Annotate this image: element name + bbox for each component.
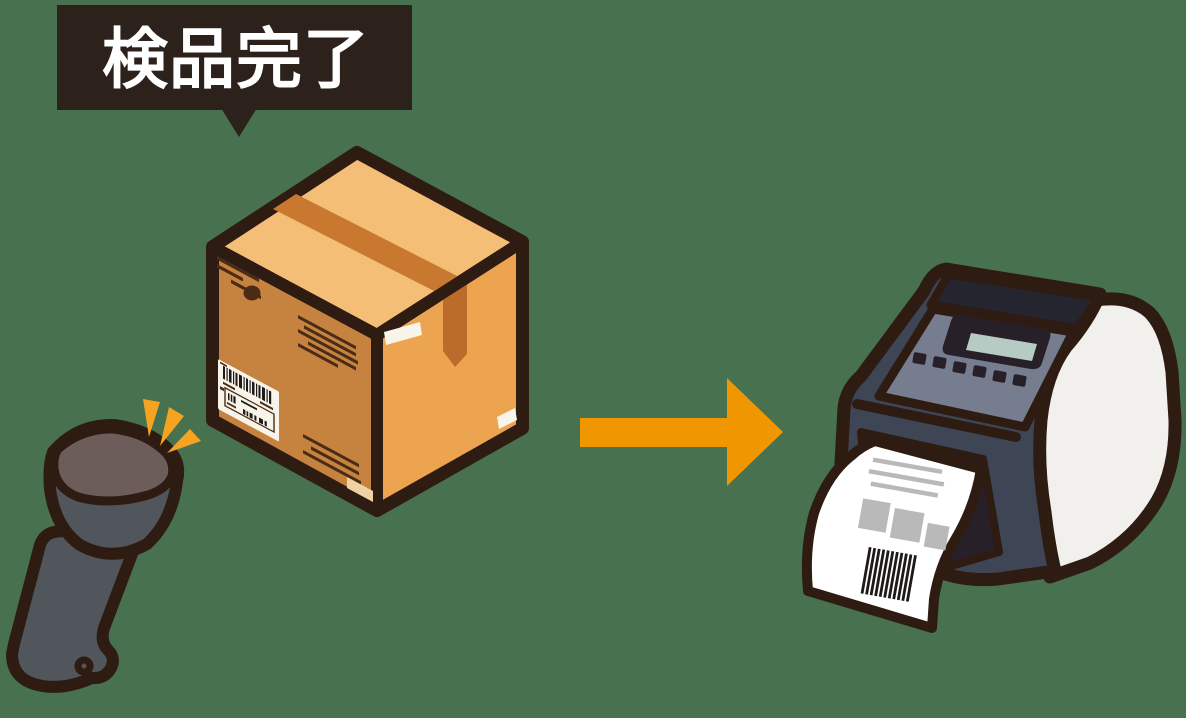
printer-buttons — [912, 352, 1027, 387]
printer-button — [912, 352, 927, 365]
scanner-head-window — [49, 424, 178, 506]
barcode-scanner-icon — [6, 418, 185, 693]
box-print-dot — [243, 285, 261, 301]
printer-lcd-screen — [966, 333, 1037, 361]
printer-front-ridge — [852, 399, 1021, 442]
printer-button — [992, 370, 1007, 383]
scan-flash-icon — [143, 399, 201, 453]
printer-button — [952, 361, 967, 374]
box-label-subcodes — [228, 392, 267, 427]
flow-arrow-icon — [580, 378, 783, 486]
printed-label-content — [857, 457, 950, 602]
box-print-text-middle — [298, 315, 358, 371]
packing-tape-side — [443, 280, 467, 367]
printer-button — [932, 356, 947, 369]
box-sticker-upper — [384, 322, 422, 345]
inspection-complete-callout: 検品完了 — [57, 5, 412, 137]
packing-tape-top — [273, 194, 467, 296]
scanner-handle — [6, 517, 145, 693]
box-sticker-corner — [497, 408, 517, 429]
scanner-trigger-hook — [74, 656, 94, 676]
box-barcode-label — [218, 359, 279, 442]
label-printer-icon — [801, 262, 1182, 633]
box-tape-chip — [347, 477, 373, 502]
flash-ray-middle — [160, 407, 184, 446]
printer-top-cover — [926, 269, 1104, 334]
flash-ray-right — [167, 429, 201, 453]
callout-box — [57, 5, 412, 110]
callout-tail — [221, 108, 257, 137]
box-label-barcode — [223, 365, 272, 405]
printer-button — [1012, 374, 1027, 387]
label-barcode — [860, 547, 917, 602]
callout-label: 検品完了 — [102, 21, 370, 98]
box-print-text-bottom — [303, 434, 361, 485]
printer-button — [972, 365, 987, 378]
label-blocks — [857, 498, 950, 551]
cardboard-box-icon — [206, 146, 529, 517]
flash-ray-left — [143, 399, 160, 437]
label-text-lines — [868, 457, 945, 498]
